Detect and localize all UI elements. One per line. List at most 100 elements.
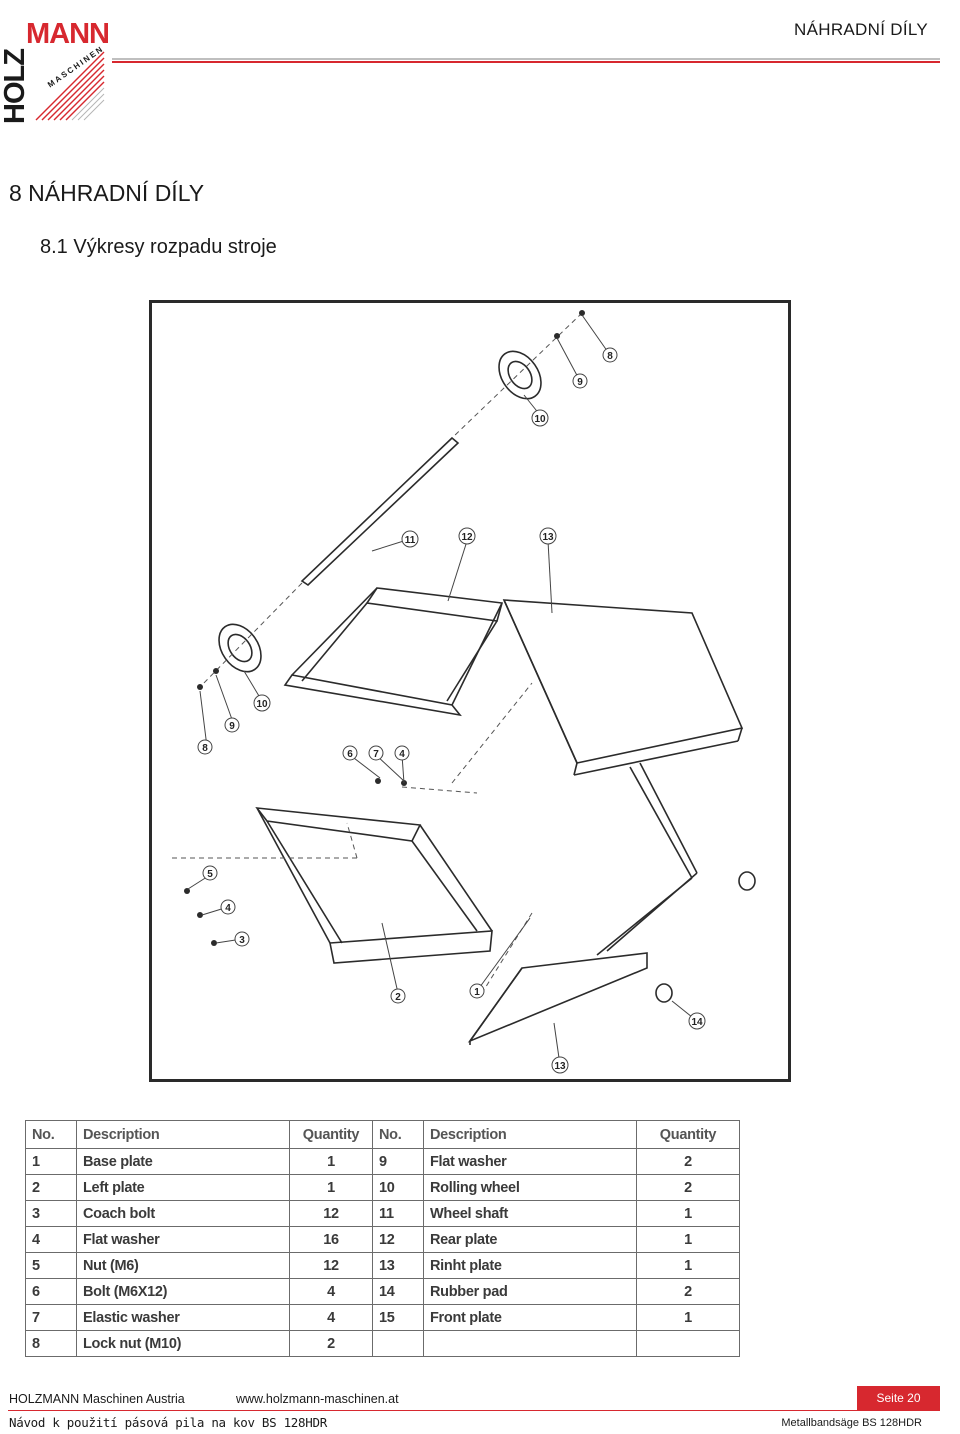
cell-no-right: 11 — [372, 1200, 424, 1227]
cell-quantity-right: 1 — [636, 1226, 740, 1253]
logo-stripes — [35, 51, 105, 121]
cell-quantity-left: 2 — [289, 1330, 373, 1357]
cell-quantity-right: 1 — [636, 1304, 740, 1331]
footer-url[interactable]: www.holzmann-maschinen.at — [236, 1392, 399, 1406]
cell-no-left: 5 — [25, 1252, 77, 1279]
cell-no-right — [372, 1330, 424, 1357]
logo-text-holz: HOLZ — [0, 49, 31, 124]
svg-text:6: 6 — [347, 749, 353, 760]
header-no-right: No. — [372, 1120, 424, 1149]
callout-3: 3 — [234, 931, 250, 947]
cell-no-right: 12 — [372, 1226, 424, 1253]
svg-text:8: 8 — [607, 351, 613, 362]
cell-no-left: 2 — [25, 1174, 77, 1201]
cell-quantity-left: 12 — [289, 1252, 373, 1279]
svg-text:10: 10 — [534, 414, 546, 425]
cell-quantity-right: 2 — [636, 1278, 740, 1305]
cell-quantity-right: 1 — [636, 1252, 740, 1279]
cell-quantity-right: 1 — [636, 1200, 740, 1227]
cell-description-left: Nut (M6) — [76, 1252, 290, 1279]
callout-13-bottom: 13 — [551, 1056, 569, 1074]
svg-text:9: 9 — [229, 721, 235, 732]
callout-4-mid: 4 — [394, 745, 410, 761]
cell-description-right: Rubber pad — [423, 1278, 637, 1305]
svg-text:12: 12 — [461, 532, 473, 543]
cell-no-right: 10 — [372, 1174, 424, 1201]
footer-model: Metallbandsäge BS 128HDR — [781, 1417, 922, 1429]
cell-quantity-right: 2 — [636, 1148, 740, 1175]
cell-description-left: Lock nut (M10) — [76, 1330, 290, 1357]
callout-5: 5 — [202, 865, 218, 881]
callout-1: 1 — [469, 983, 485, 999]
cell-quantity-right: 2 — [636, 1174, 740, 1201]
parts-table: No. Description Quantity No. Description… — [25, 1120, 740, 1357]
cell-description-right: Rear plate — [423, 1226, 637, 1253]
footer-divider — [8, 1410, 940, 1411]
section-title: 8 NÁHRADNÍ DÍLY — [9, 180, 205, 206]
callout-9-top: 9 — [572, 373, 588, 389]
cell-description-left: Base plate — [76, 1148, 290, 1175]
cell-description-right — [423, 1330, 637, 1357]
header-divider-red — [112, 61, 940, 63]
callout-9-left: 9 — [224, 717, 240, 733]
cell-no-left: 7 — [25, 1304, 77, 1331]
svg-text:1: 1 — [474, 987, 480, 998]
header-no-left: No. — [25, 1120, 77, 1149]
svg-text:13: 13 — [554, 1061, 566, 1072]
cell-no-right: 15 — [372, 1304, 424, 1331]
svg-text:3: 3 — [239, 935, 245, 946]
cell-quantity-left: 4 — [289, 1304, 373, 1331]
cell-description-left: Left plate — [76, 1174, 290, 1201]
svg-text:2: 2 — [395, 992, 401, 1003]
wheel-shaft — [300, 436, 460, 587]
cell-no-right: 14 — [372, 1278, 424, 1305]
callout-14: 14 — [688, 1012, 706, 1030]
cell-no-left: 8 — [25, 1330, 77, 1357]
cell-description-left: Elastic washer — [76, 1304, 290, 1331]
svg-text:7: 7 — [373, 749, 379, 760]
cell-description-right: Rolling wheel — [423, 1174, 637, 1201]
subsection-title: 8.1 Výkresy rozpadu stroje — [40, 236, 277, 258]
svg-text:8: 8 — [202, 743, 208, 754]
cell-no-right: 9 — [372, 1148, 424, 1175]
cell-no-left: 3 — [25, 1200, 77, 1227]
callout-4-low: 4 — [220, 899, 236, 915]
svg-text:4: 4 — [399, 749, 405, 760]
cell-description-right: Rinht plate — [423, 1252, 637, 1279]
footer-company: HOLZMANN Maschinen Austria — [9, 1392, 185, 1406]
header-quantity-right: Quantity — [636, 1120, 740, 1149]
logo-text-mann: MANN — [26, 18, 110, 50]
svg-text:11: 11 — [405, 535, 416, 546]
callout-8-top: 8 — [602, 347, 618, 363]
callout-2: 2 — [390, 988, 406, 1004]
header-quantity-left: Quantity — [289, 1120, 373, 1149]
svg-text:5: 5 — [207, 869, 213, 880]
exploded-view-svg — [172, 310, 756, 1066]
svg-text:14: 14 — [691, 1017, 703, 1028]
cell-quantity-left: 1 — [289, 1148, 373, 1175]
cell-quantity-left: 1 — [289, 1174, 373, 1201]
cell-quantity-right — [636, 1330, 740, 1357]
cell-quantity-left: 4 — [289, 1278, 373, 1305]
callout-13-top: 13 — [539, 527, 557, 545]
exploded-view-drawing: 8 9 10 11 12 13 10 9 8 6 7 4 5 4 3 2 1 1… — [149, 300, 791, 1082]
cell-no-left: 6 — [25, 1278, 77, 1305]
callout-10-left: 10 — [253, 694, 271, 712]
parts-table-header-row: No. Description Quantity No. Description… — [25, 1120, 740, 1149]
cell-description-left: Coach bolt — [76, 1200, 290, 1227]
page-number-badge: Seite 20 — [857, 1386, 940, 1410]
svg-text:4: 4 — [225, 903, 231, 914]
cell-description-right: Wheel shaft — [423, 1200, 637, 1227]
rear-plate-frame-front — [283, 674, 462, 717]
callout-7: 7 — [368, 745, 384, 761]
cell-description-right: Front plate — [423, 1304, 637, 1331]
callout-labels: 8 9 10 11 12 13 10 9 8 6 7 4 5 4 3 2 1 1… — [197, 347, 706, 1074]
